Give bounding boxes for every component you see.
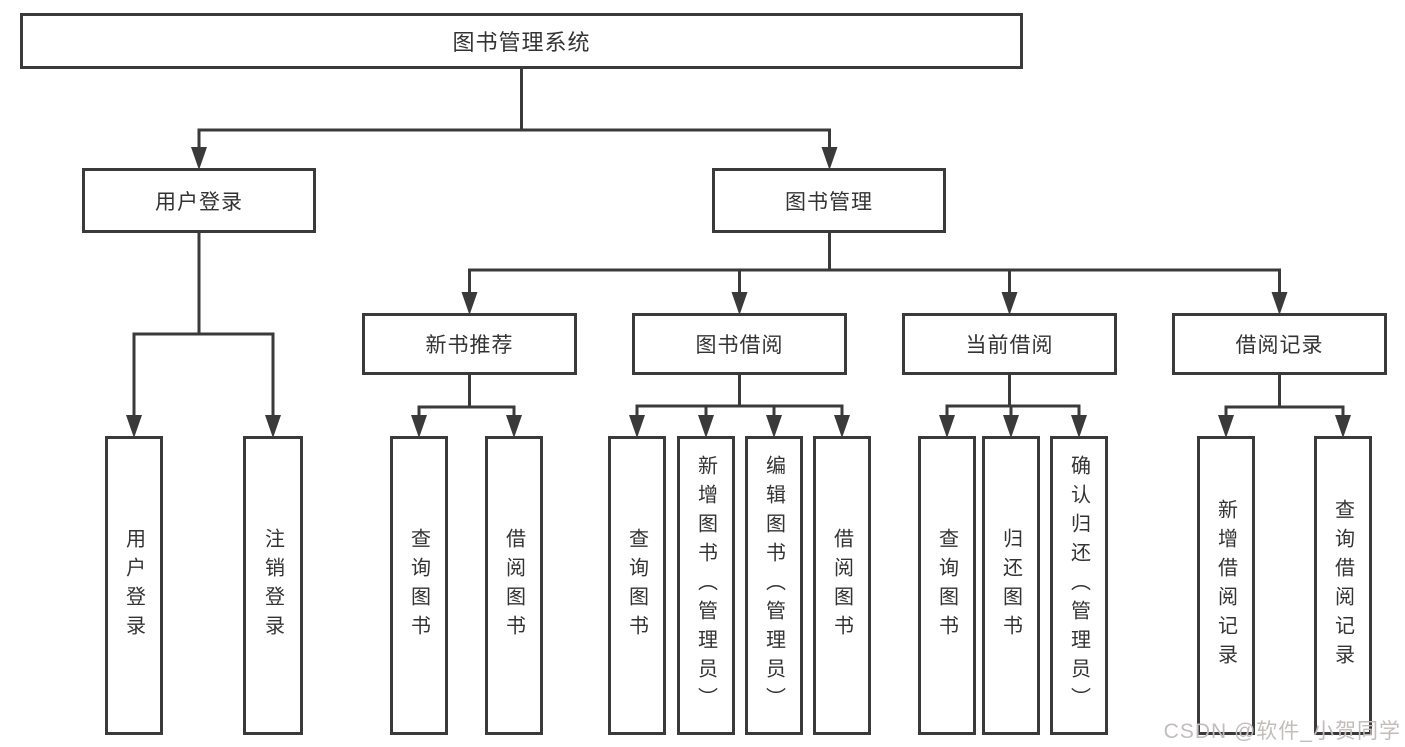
arrow-down-icon [834, 415, 850, 438]
leaf-add-borrow-record: 新增借阅记录 [1197, 436, 1255, 735]
node-borrowing-records: 借阅记录 [1172, 313, 1387, 375]
node-book-management: 图书管理 [712, 168, 946, 233]
leaf-query-books-recommend: 查询图书 [390, 436, 448, 735]
watermark: CSDN @软件_小贺同学 [1163, 720, 1401, 743]
arrow-down-icon [1335, 415, 1351, 438]
leaf-edit-books-admin: 编辑图书（管理员） [745, 436, 803, 735]
arrowheads [126, 147, 1351, 438]
arrow-down-icon [939, 415, 955, 438]
arrow-down-icon [1218, 415, 1234, 438]
node-current-borrowing: 当前借阅 [902, 313, 1117, 375]
arrow-down-icon [731, 292, 748, 315]
leaf-user-login: 用户登录 [105, 436, 163, 735]
leaf-confirm-return-admin: 确认归还（管理员） [1050, 436, 1108, 735]
leaf-logout-login: 注销登录 [243, 436, 303, 735]
arrow-down-icon [1071, 415, 1087, 438]
arrow-down-icon [1003, 415, 1019, 438]
leaf-borrow-books-borrowing: 借阅图书 [813, 436, 871, 735]
arrow-down-icon [698, 415, 714, 438]
arrow-down-icon [821, 147, 838, 170]
arrow-down-icon [506, 415, 522, 438]
node-new-book-recommendation: 新书推荐 [362, 313, 577, 375]
arrow-down-icon [461, 292, 478, 315]
arrow-down-icon [265, 415, 281, 438]
arrow-down-icon [191, 147, 207, 170]
arrow-down-icon [766, 415, 782, 438]
leaf-return-books: 归还图书 [982, 436, 1040, 735]
arrow-down-icon [1001, 292, 1018, 315]
arrow-down-icon [629, 415, 645, 438]
arrow-down-icon [126, 415, 142, 438]
arrow-down-icon [411, 415, 427, 438]
node-library-system-root: 图书管理系统 [20, 13, 1023, 69]
leaf-query-books-borrowing: 查询图书 [608, 436, 666, 735]
node-book-borrowing: 图书借阅 [632, 313, 847, 375]
tree-edges [132, 69, 1345, 426]
node-user-login: 用户登录 [82, 168, 316, 233]
leaf-query-books-current: 查询图书 [918, 436, 976, 735]
leaf-borrow-books-recommend: 借阅图书 [485, 436, 543, 735]
arrow-down-icon [1271, 292, 1288, 315]
leaf-query-borrow-record: 查询借阅记录 [1314, 436, 1372, 735]
leaf-add-books-admin: 新增图书（管理员） [677, 436, 735, 735]
